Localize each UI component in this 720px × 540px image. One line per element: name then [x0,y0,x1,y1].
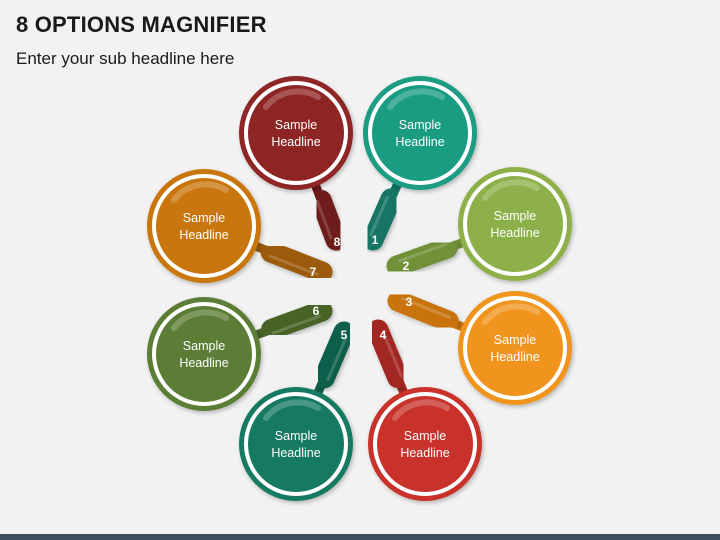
lens-glare [171,309,229,331]
option-number: 3 [406,295,413,309]
handle-highlight [401,297,452,319]
option-number: 1 [372,233,379,247]
option-number: 5 [341,328,348,342]
magnifier-handle [367,319,409,388]
option-headline-line1: Sample [275,118,317,132]
magnifier-handle [261,300,333,340]
lens-glass [368,81,472,185]
lens-glare [263,399,321,421]
option-headline-line2: Headline [271,135,320,149]
magnifier-handle [362,188,402,251]
option-headline-line2: Headline [179,228,228,242]
lens-glass [152,174,256,278]
option-headline-line1: Sample [404,429,446,443]
handle-highlight [369,195,389,237]
lens-glare [482,303,540,325]
option-headline-line2: Headline [400,446,449,460]
option-number: 2 [403,259,410,273]
option-headline-line2: Headline [395,135,444,149]
magnifier-handle [260,241,333,283]
lens-glare [482,179,540,201]
handle-highlight [381,330,403,378]
handle-highlight [268,254,319,276]
option-headline-line2: Headline [490,226,539,240]
option-headline-line2: Headline [179,356,228,370]
option-headline-line1: Sample [183,211,225,225]
option-headline-line2: Headline [271,446,320,460]
lens-glass [463,296,567,400]
handle-highlight [315,200,333,240]
magnifier-handle [386,237,458,277]
magnifier-handle [387,290,459,332]
handle-highlight [271,314,322,335]
option-number: 6 [313,304,320,318]
lens-glass [244,81,348,185]
option-headline-line1: Sample [275,429,317,443]
option-headline-line1: Sample [494,333,536,347]
option-number: 8 [334,235,341,249]
lens-glass [244,392,348,496]
page-subtitle: Enter your sub headline here [16,49,235,68]
magnifier-handle [313,321,355,389]
option-headline-line1: Sample [494,209,536,223]
option-headline-line2: Headline [490,350,539,364]
lens-glare [387,88,445,110]
option-headline-line1: Sample [399,118,441,132]
option-headline-line1: Sample [183,339,225,353]
lens-glare [392,399,450,421]
option-number: 7 [310,265,317,279]
magnifier-handle [310,189,347,251]
page-title: 8 OPTIONS MAGNIFIER [16,12,267,37]
lens-glass [152,302,256,406]
lens-glass [373,392,477,496]
handle-highlight [326,335,348,381]
lens-glass [463,172,567,276]
bottom-bar [0,534,720,540]
option-number: 4 [380,328,387,342]
lens-glare [171,181,229,203]
handle-highlight [397,242,448,263]
lens-glare [263,88,321,110]
